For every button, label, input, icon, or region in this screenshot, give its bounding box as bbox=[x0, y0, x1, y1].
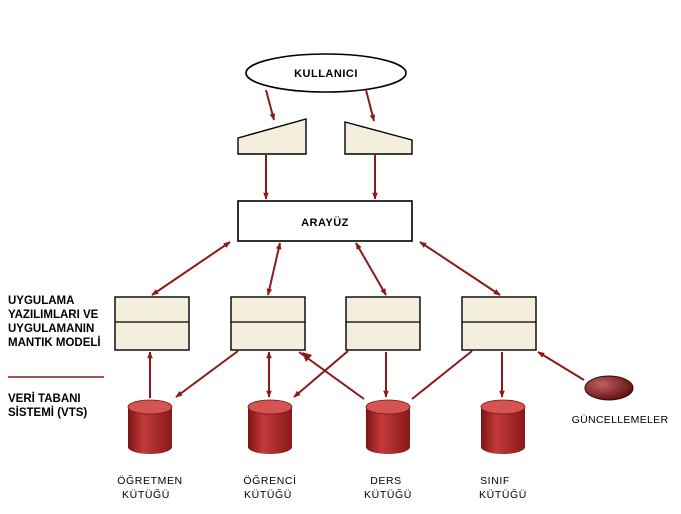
manual-input-right bbox=[344, 121, 413, 155]
arrow-interface-module-1 bbox=[151, 241, 231, 296]
app-layer-line-3: UYGULAMANIN bbox=[8, 323, 94, 335]
app-module-2 bbox=[230, 296, 306, 351]
arrow-module-3-to-student bbox=[293, 350, 349, 398]
database-teacher bbox=[127, 399, 173, 454]
database-class bbox=[480, 399, 526, 454]
arrows bbox=[147, 89, 585, 400]
db-course-label-2: KÜTÜĞÜ bbox=[364, 488, 412, 501]
db-class-label-1: SINIF bbox=[480, 475, 510, 487]
interface-label: ARAYÜZ bbox=[301, 216, 349, 229]
app-layer-line-2: YAZILIMLARI VE bbox=[8, 309, 99, 321]
database-course bbox=[365, 399, 411, 454]
updates-label: GÜNCELLEMELER bbox=[572, 414, 669, 426]
updates-node bbox=[584, 375, 634, 401]
arrow-updates-to-module-4 bbox=[537, 351, 585, 381]
arrow-interface-module-2 bbox=[266, 242, 282, 296]
user-label: KULLANICI bbox=[294, 68, 358, 80]
arrow-user-to-input-left bbox=[265, 89, 276, 121]
app-layer-line-4: MANTIK MODELİ bbox=[8, 336, 101, 349]
db-layer-line-1: VERİ TABANI bbox=[8, 392, 81, 405]
db-student-label-1: ÖĞRENCİ bbox=[243, 474, 296, 487]
arrow-interface-module-4 bbox=[419, 241, 501, 296]
app-layer-line-1: UYGULAMA bbox=[8, 295, 74, 307]
arrow-user-to-input-right bbox=[365, 89, 376, 122]
arrow-module-4-to-course bbox=[411, 350, 473, 400]
arrow-module-2-to-teacher bbox=[175, 350, 239, 398]
database-student bbox=[247, 399, 293, 454]
app-module-3 bbox=[345, 296, 421, 351]
db-student-label-2: KÜTÜĞÜ bbox=[244, 488, 292, 501]
db-layer-line-2: SİSTEMİ (VTS) bbox=[8, 406, 87, 419]
db-teacher-label-1: ÖĞRETMEN bbox=[117, 474, 182, 487]
manual-input-left bbox=[237, 118, 307, 155]
db-teacher-label-2: KÜTÜĞÜ bbox=[122, 488, 170, 501]
arrowhead-course-to-module-2 bbox=[302, 352, 312, 362]
side-label-db-layer: VERİ TABANI SİSTEMİ (VTS) bbox=[8, 392, 87, 419]
db-class-label-2: KÜTÜĞÜ bbox=[479, 488, 527, 501]
db-course-label-1: DERS bbox=[370, 475, 402, 487]
side-label-app-layer: UYGULAMA YAZILIMLARI VE UYGULAMANIN MANT… bbox=[8, 295, 101, 349]
arrow-course-to-module-2 bbox=[298, 351, 365, 400]
arrow-interface-module-3 bbox=[355, 242, 387, 296]
app-module-4 bbox=[461, 296, 537, 351]
app-module-1 bbox=[114, 296, 190, 351]
user-node: KULLANICI bbox=[245, 53, 407, 93]
interface-box: ARAYÜZ bbox=[237, 200, 413, 242]
